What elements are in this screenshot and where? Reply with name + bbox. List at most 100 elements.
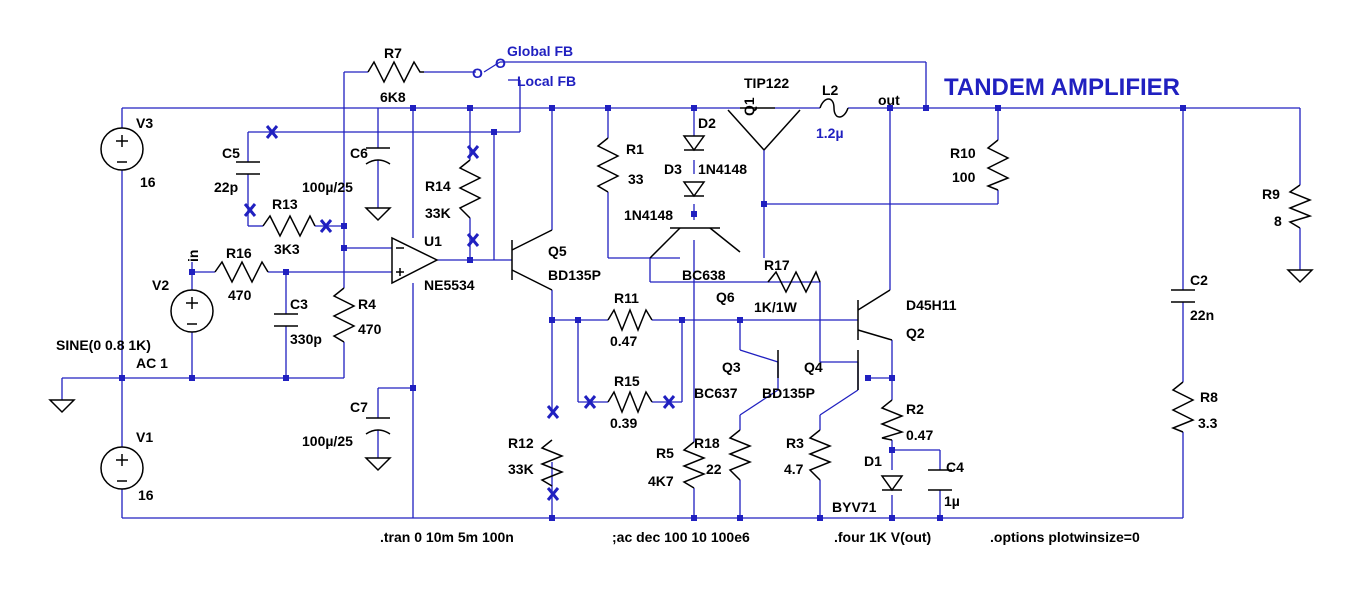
net-in: in (185, 250, 201, 262)
r18-value: 22 (706, 461, 722, 477)
u1-name: U1 (424, 233, 442, 249)
r2-value: 0.47 (906, 427, 933, 443)
l2-value: 1.2µ (816, 125, 844, 141)
d1-name: D1 (864, 453, 882, 469)
r3-name: R3 (786, 435, 804, 451)
r13-value: 3K3 (274, 241, 300, 257)
r12-name: R12 (508, 435, 534, 451)
ground-symbols (48, 207, 1314, 472)
q3-value: BC637 (694, 385, 738, 401)
c4-name: C4 (946, 459, 964, 475)
r13-name: R13 (272, 196, 298, 212)
r9-value: 8 (1274, 213, 1282, 229)
source-v3 (100, 127, 144, 171)
r14-name: R14 (425, 178, 451, 194)
c7-value: 100µ/25 (302, 433, 353, 449)
r5-name: R5 (656, 445, 674, 461)
d3-name: D3 (664, 161, 682, 177)
c2-value: 22n (1190, 307, 1214, 323)
c5-name: C5 (222, 145, 240, 161)
q4-value: BD135P (762, 385, 815, 401)
source-v1 (100, 446, 144, 490)
q4-name: Q4 (804, 359, 823, 375)
r7-name: R7 (384, 45, 402, 61)
r5-value: 4K7 (648, 473, 674, 489)
c3-name: C3 (290, 296, 308, 312)
opamp-u1 (391, 236, 439, 285)
q2-name: Q2 (906, 325, 925, 341)
r2-name: R2 (906, 401, 924, 417)
v2-name: V2 (152, 277, 169, 293)
l2-name: L2 (822, 82, 839, 98)
inductor-l2 (819, 98, 849, 118)
u1-value: NE5534 (424, 277, 475, 293)
q3-name: Q3 (722, 359, 741, 375)
q6-value: BC638 (682, 267, 726, 283)
four-directive: .four 1K V(out) (834, 529, 931, 545)
wires (61, 61, 1301, 519)
net-global-fb: Global FB (507, 43, 573, 59)
r14-value: 33K (425, 205, 451, 221)
c7-name: C7 (350, 399, 368, 415)
resistors (214, 60, 1313, 489)
switch-o1: O (472, 65, 483, 81)
junction-dots (119, 105, 1186, 521)
r11-name: R11 (614, 290, 639, 306)
tran-directive: .tran 0 10m 5m 100n (380, 529, 514, 545)
r9-name: R9 (1262, 186, 1280, 202)
d3b-value: 1N4148 (624, 207, 673, 223)
v2-ac: AC 1 (136, 355, 168, 371)
r17-name: R17 (764, 257, 790, 273)
r15-value: 0.39 (610, 415, 637, 431)
ac-directive: ;ac dec 100 10 100e6 (612, 529, 750, 545)
d1-value: BYV71 (832, 499, 877, 515)
r16-value: 470 (228, 287, 252, 303)
source-v2 (170, 289, 214, 333)
v3-value: 16 (140, 174, 156, 190)
r12-value: 33K (508, 461, 534, 477)
probe-markers (243, 125, 676, 501)
r8-value: 3.3 (1198, 415, 1218, 431)
q2-value: D45H11 (906, 297, 957, 313)
c4-value: 1µ (944, 493, 960, 509)
r10-value: 100 (952, 169, 976, 185)
q6-name: Q6 (716, 289, 735, 305)
r7-value: 6K8 (380, 89, 406, 105)
c6-value: 100µ/25 (302, 179, 353, 195)
c5-value: 22p (214, 179, 238, 195)
r8-name: R8 (1200, 389, 1218, 405)
d3-value: 1N4148 (698, 161, 747, 177)
c6-name: C6 (350, 145, 368, 161)
d2-name: D2 (698, 115, 716, 131)
r3-value: 4.7 (784, 461, 804, 477)
net-out: out (878, 92, 900, 108)
q5-name: Q5 (548, 243, 567, 259)
capacitors (236, 147, 1195, 491)
diagram-title: TANDEM AMPLIFIER (944, 74, 1180, 101)
diodes (682, 135, 904, 492)
v3-name: V3 (136, 115, 153, 131)
options-directive: .options plotwinsize=0 (990, 529, 1140, 545)
c2-name: C2 (1190, 272, 1208, 288)
r10-name: R10 (950, 145, 976, 161)
r11-value: 0.47 (610, 333, 637, 349)
r4-value: 470 (358, 321, 382, 337)
v1-name: V1 (136, 429, 153, 445)
v1-value: 16 (138, 487, 154, 503)
q1-value: TIP122 (744, 75, 789, 91)
r17-value: 1K/1W (754, 299, 798, 315)
r1-value: 33 (628, 171, 644, 187)
q5-value: BD135P (548, 267, 601, 283)
r16-name: R16 (226, 245, 252, 261)
r4-name: R4 (358, 296, 376, 312)
r18-name: R18 (694, 435, 720, 451)
q1-name: Q1 (741, 97, 757, 116)
r15-name: R15 (614, 373, 640, 389)
c3-value: 330p (290, 331, 322, 347)
v2-value: SINE(0 0.8 1K) (56, 337, 151, 353)
switch-o2: O (495, 55, 506, 71)
fb-switch (483, 61, 520, 81)
transistors (511, 107, 893, 390)
r1-name: R1 (626, 141, 644, 157)
